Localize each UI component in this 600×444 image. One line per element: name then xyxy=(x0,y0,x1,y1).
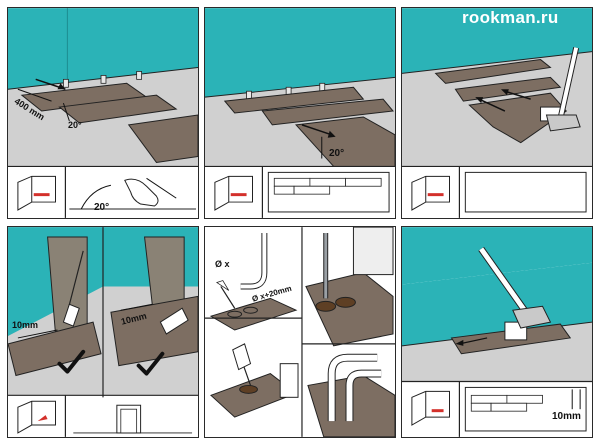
saw-icon xyxy=(62,303,80,327)
step-2-illustration xyxy=(205,8,395,218)
floor-plan-icon xyxy=(464,171,587,213)
arrow-icon xyxy=(455,339,464,346)
step-6-illustration xyxy=(402,227,592,437)
room-icon xyxy=(17,400,56,434)
pipe-icon xyxy=(240,233,267,289)
plank xyxy=(58,94,178,124)
step-4-illustration xyxy=(8,227,198,437)
saw-icon xyxy=(159,307,189,335)
panel-step-4: 10mm 10mm xyxy=(7,226,199,438)
arrow-icon xyxy=(500,89,509,96)
step-3-illustration xyxy=(402,8,592,218)
checkmark-icon xyxy=(136,351,165,376)
hammer-icon xyxy=(545,114,581,132)
panel-step-5: Ø x Ø x+20mm xyxy=(204,226,396,438)
panel-step-2: 20° xyxy=(204,7,396,219)
spacer-wedge xyxy=(136,71,142,80)
room-icon xyxy=(411,390,450,426)
highlight-mark xyxy=(33,193,50,197)
drilled-hole xyxy=(335,296,356,308)
arrow-icon xyxy=(327,130,336,138)
arrow-icon xyxy=(57,83,66,90)
wall xyxy=(402,262,592,346)
highlight-mark xyxy=(230,193,247,197)
spacer-wedge xyxy=(63,78,69,88)
plank-joint-detail xyxy=(124,178,159,207)
saw-icon xyxy=(232,343,252,371)
pipe-diameter-label: Ø x xyxy=(215,259,230,269)
panel-step-3 xyxy=(401,7,593,219)
pipe-icon xyxy=(328,354,378,422)
hammer-icon xyxy=(512,305,552,329)
angle-label: 20° xyxy=(94,202,110,213)
drilled-hole xyxy=(315,300,337,312)
glue-tube-icon xyxy=(279,363,299,398)
pipe-icon xyxy=(346,370,382,422)
step-1-illustration xyxy=(8,8,198,218)
angle-label: 20° xyxy=(68,120,82,130)
plank xyxy=(8,321,102,377)
plank xyxy=(127,114,198,164)
highlight-mark xyxy=(431,409,444,413)
plank xyxy=(295,116,395,167)
gap-label: 10mm xyxy=(12,320,39,330)
panel-step-6: 10mm xyxy=(401,226,593,438)
highlight-mark xyxy=(37,415,48,422)
gap-label: 10mm xyxy=(552,411,581,422)
wall xyxy=(8,8,198,90)
panel-step-1: 400 mm 20° 20° xyxy=(7,7,199,219)
plank xyxy=(434,59,552,84)
watermark: rookman.ru xyxy=(462,8,559,27)
wall xyxy=(402,227,592,285)
radiator xyxy=(352,227,394,276)
highlight-mark xyxy=(427,193,444,197)
wall xyxy=(205,8,395,98)
pencil-icon xyxy=(215,280,230,291)
arrow-icon xyxy=(475,97,484,104)
angle-label: 20° xyxy=(329,148,345,159)
plank xyxy=(223,86,365,114)
spacer-wedge xyxy=(100,75,107,84)
plank xyxy=(261,98,394,126)
plank xyxy=(209,297,298,331)
checkmark-icon xyxy=(57,349,86,374)
step-5-illustration xyxy=(205,227,395,437)
